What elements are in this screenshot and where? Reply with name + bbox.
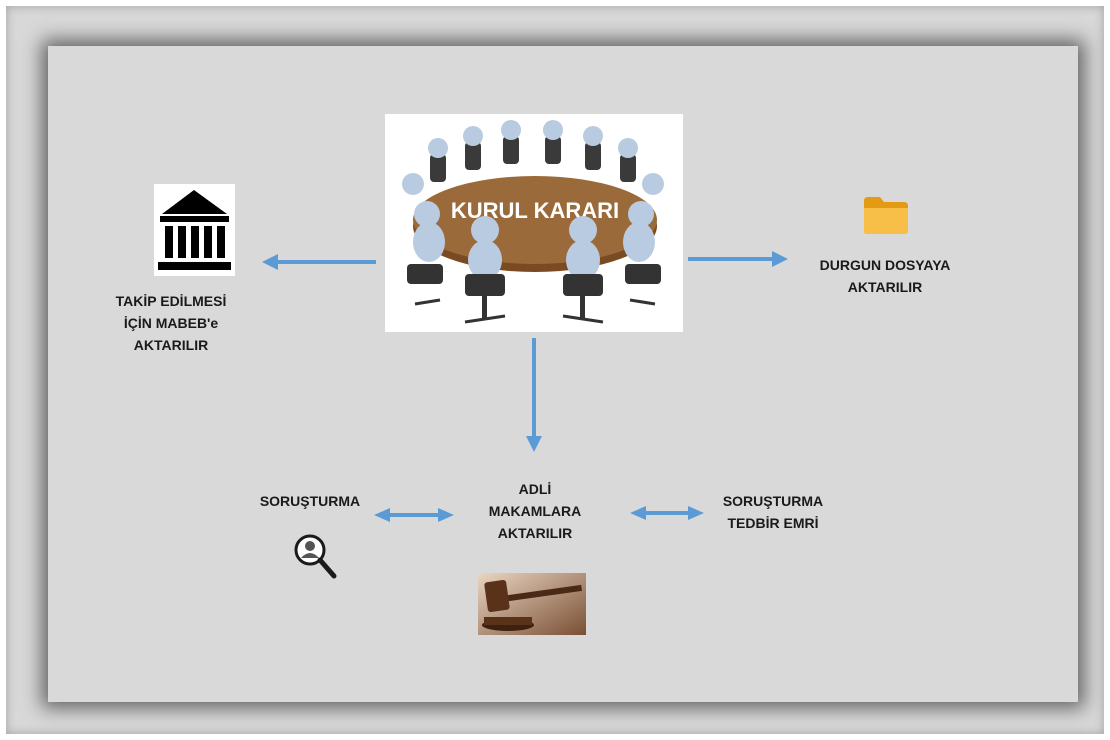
arrow-to-right — [688, 251, 788, 267]
double-arrow-right — [630, 506, 704, 520]
folder-icon — [864, 197, 908, 234]
left-label: TAKİP EDİLMESİ İÇİN MABEB'e AKTARILIR — [115, 293, 227, 353]
gavel-image — [478, 573, 586, 635]
right-label: DURGUN DOSYAYA AKTARILIR — [819, 257, 951, 295]
bottom-right-label: SORUŞTURMA TEDBİR EMRİ — [722, 493, 824, 531]
meeting-image: KURUL KARARI — [385, 114, 683, 332]
arrow-down — [526, 338, 542, 452]
bottom-center-label: ADLİ MAKAMLARA AKTARILIR — [488, 481, 582, 541]
bank-icon — [154, 184, 235, 276]
arrow-to-left — [262, 254, 376, 270]
double-arrow-left — [374, 508, 454, 522]
bottom-left-label: SORUŞTURMA — [259, 493, 361, 509]
magnifier-icon — [294, 534, 337, 579]
